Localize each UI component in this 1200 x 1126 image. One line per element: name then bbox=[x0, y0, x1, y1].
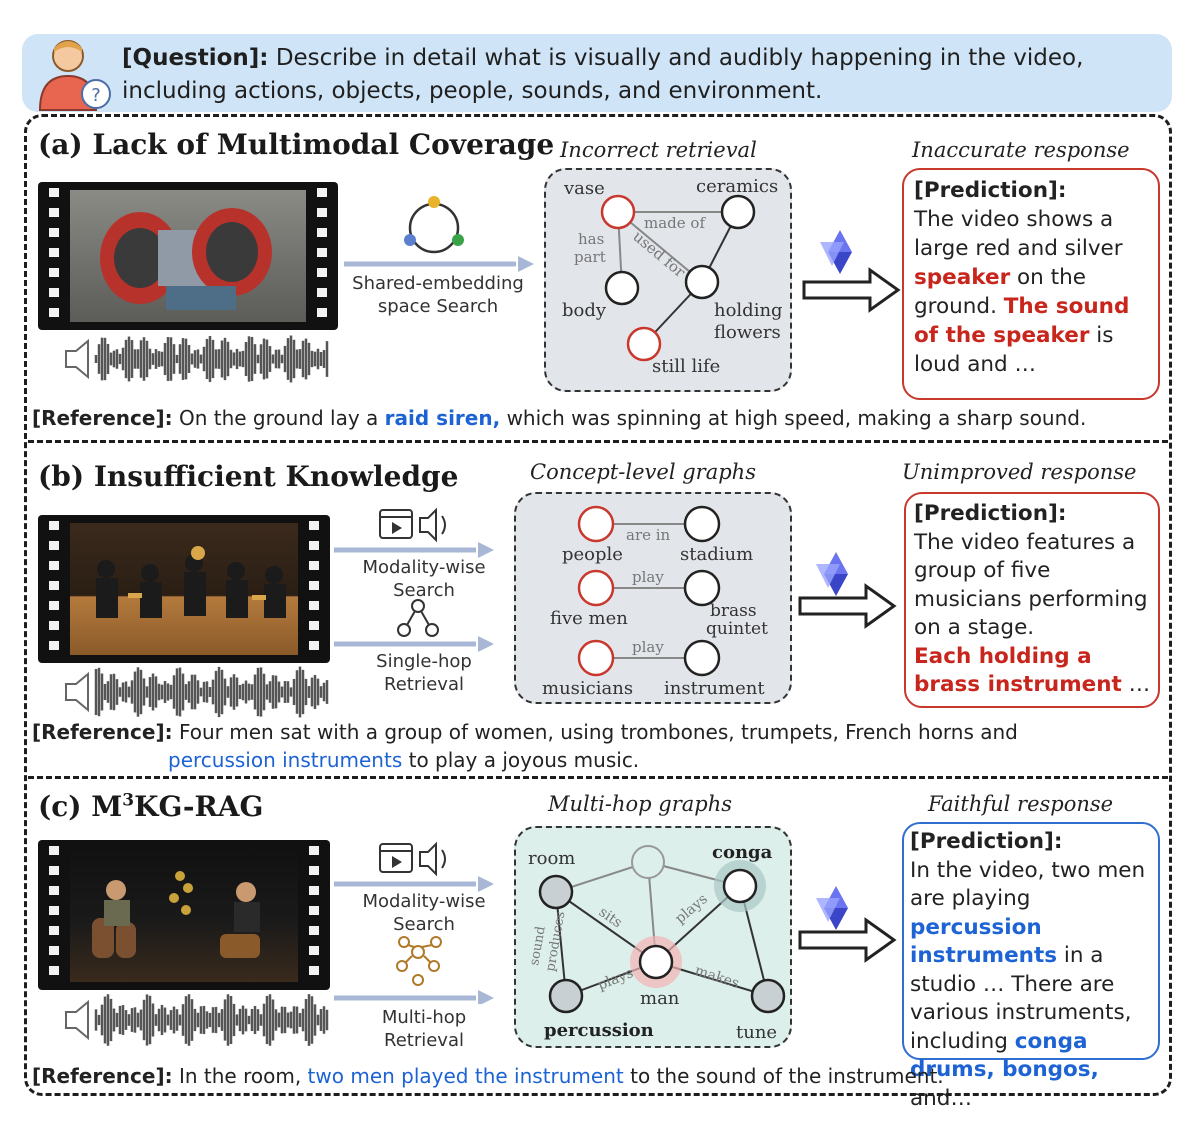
single-hop-label: Single-hop Retrieval bbox=[376, 651, 472, 695]
label-body: body bbox=[562, 300, 607, 321]
svg-text:plays: plays bbox=[672, 891, 711, 927]
label-room: room bbox=[528, 848, 575, 869]
svg-text:?: ? bbox=[91, 85, 101, 106]
prediction-text-c: [Prediction]: In the video, two men are … bbox=[910, 829, 1146, 1111]
speaker-icon bbox=[419, 507, 437, 543]
graph-title-multihop: Multi-hop graphs bbox=[548, 792, 733, 816]
video-frame-brass bbox=[38, 515, 330, 663]
yellow-dot-icon bbox=[428, 196, 440, 208]
label-ceramics: ceramics bbox=[696, 176, 778, 197]
graph-c: room conga man percussion tune sits play… bbox=[527, 842, 786, 1043]
audio-waveform-icon bbox=[65, 994, 329, 1046]
svg-text:plays: plays bbox=[596, 965, 636, 994]
modality-search-arrows-c bbox=[334, 841, 494, 1004]
label-flowers: flowers bbox=[714, 322, 781, 343]
video-frame-siren bbox=[38, 182, 338, 330]
audio-waveform-icon bbox=[65, 666, 329, 718]
llm-to-response-arrow bbox=[802, 230, 901, 313]
node-ceramics bbox=[720, 194, 756, 230]
svg-text:sits: sits bbox=[596, 904, 625, 931]
section-b-title: (b) Insufficient Knowledge bbox=[38, 460, 459, 493]
audio-waveform-icon bbox=[65, 335, 329, 383]
prediction-text-b: [Prediction]: The video features a group… bbox=[914, 501, 1151, 697]
prediction-box-c bbox=[902, 822, 1160, 1060]
modality-search-arrows-b bbox=[334, 507, 494, 652]
prediction-box-b bbox=[904, 492, 1160, 708]
llm-to-response-arrow bbox=[798, 552, 897, 629]
reference-c: [Reference]: In the room, two men played… bbox=[32, 1064, 944, 1088]
svg-text:produces: produces bbox=[543, 910, 568, 972]
brass-quintet-image bbox=[96, 546, 286, 618]
response-title-unimproved: Unimproved response bbox=[902, 460, 1137, 484]
label-still-life: still life bbox=[652, 356, 720, 377]
multi-hop-label: Multi-hop Retrieval bbox=[381, 1007, 467, 1051]
video-frame-percussion bbox=[38, 840, 330, 990]
graph-a: vase ceramics body holding flowers still… bbox=[562, 176, 783, 377]
single-hop-icon bbox=[397, 599, 439, 637]
svg-text:brass: brass bbox=[710, 601, 757, 621]
svg-text:makes: makes bbox=[693, 963, 741, 992]
svg-text:stadium: stadium bbox=[680, 544, 753, 565]
svg-text:sound: sound bbox=[527, 925, 549, 967]
llm-logo-icon bbox=[816, 552, 848, 596]
multi-hop-icon bbox=[396, 936, 442, 986]
label-vase: vase bbox=[563, 178, 605, 199]
shared-embedding-arrow bbox=[344, 196, 534, 272]
llm-to-response-arrow bbox=[798, 886, 897, 963]
section-c-title: (c) M3KG-RAG bbox=[38, 790, 264, 823]
concept-level-graph bbox=[514, 492, 792, 704]
svg-text:are in: are in bbox=[626, 526, 671, 544]
svg-text:part: part bbox=[574, 248, 606, 266]
response-title-inaccurate: Inaccurate response bbox=[912, 138, 1130, 162]
prediction-box-a bbox=[902, 168, 1160, 400]
speaker-icon bbox=[419, 841, 437, 877]
graph-title-concept: Concept-level graphs bbox=[530, 460, 756, 484]
llm-logo-icon bbox=[820, 230, 852, 274]
label-conga: conga bbox=[712, 842, 773, 863]
svg-text:has: has bbox=[578, 230, 604, 248]
prediction-text-a: [Prediction]: The video shows a large re… bbox=[914, 178, 1130, 377]
question-label: [Question]: bbox=[122, 45, 269, 71]
question-body: Describe in detail what is visually and … bbox=[122, 45, 1084, 104]
graph-title-incorrect: Incorrect retrieval bbox=[560, 138, 757, 162]
label-tune: tune bbox=[736, 1022, 777, 1043]
response-title-faithful: Faithful response bbox=[928, 792, 1114, 816]
section-a-title: (a) Lack of Multimodal Coverage bbox=[38, 128, 555, 161]
edge-made-of: made of bbox=[644, 214, 706, 232]
svg-text:instrument: instrument bbox=[664, 678, 765, 699]
section-divider bbox=[28, 776, 1168, 779]
percussion-image bbox=[92, 871, 260, 958]
node-still-life bbox=[626, 326, 662, 362]
svg-text:quintet: quintet bbox=[706, 619, 768, 639]
outer-dashed-frame bbox=[24, 114, 1172, 1096]
shared-embedding-label: Shared-embedding space Search bbox=[352, 273, 524, 317]
node-holding-flowers bbox=[684, 264, 720, 300]
svg-text:musicians: musicians bbox=[542, 678, 633, 699]
blue-dot-icon bbox=[404, 234, 416, 246]
svg-text:people: people bbox=[562, 544, 623, 565]
section-divider bbox=[28, 440, 1168, 443]
label-holding: holding bbox=[714, 300, 783, 321]
reference-b: [Reference]: Four men sat with a group o… bbox=[32, 720, 1018, 772]
llm-logo-icon bbox=[816, 886, 848, 930]
svg-text:play: play bbox=[632, 568, 664, 586]
label-man: man bbox=[640, 988, 680, 1009]
node-body bbox=[604, 270, 640, 306]
modality-search-label-b: Modality-wise Search bbox=[362, 557, 486, 601]
node-vase bbox=[600, 194, 636, 230]
modality-search-label-c: Modality-wise Search bbox=[362, 891, 486, 935]
svg-text:play: play bbox=[632, 638, 664, 656]
siren-image bbox=[100, 208, 272, 310]
video-icon bbox=[379, 509, 413, 539]
edge-used-for: used for bbox=[629, 227, 689, 281]
graph-b: are in play play people stadium five men… bbox=[542, 505, 768, 699]
question-bar bbox=[22, 34, 1172, 112]
question-text: [Question]: Describe in detail what is v… bbox=[122, 42, 1162, 108]
label-percussion: percussion bbox=[544, 1020, 654, 1041]
green-dot-icon bbox=[452, 234, 464, 246]
user-question-icon: ? bbox=[38, 40, 111, 111]
svg-text:five men: five men bbox=[550, 608, 628, 629]
video-icon bbox=[379, 843, 413, 873]
reference-a: [Reference]: On the ground lay a raid si… bbox=[32, 406, 1087, 430]
